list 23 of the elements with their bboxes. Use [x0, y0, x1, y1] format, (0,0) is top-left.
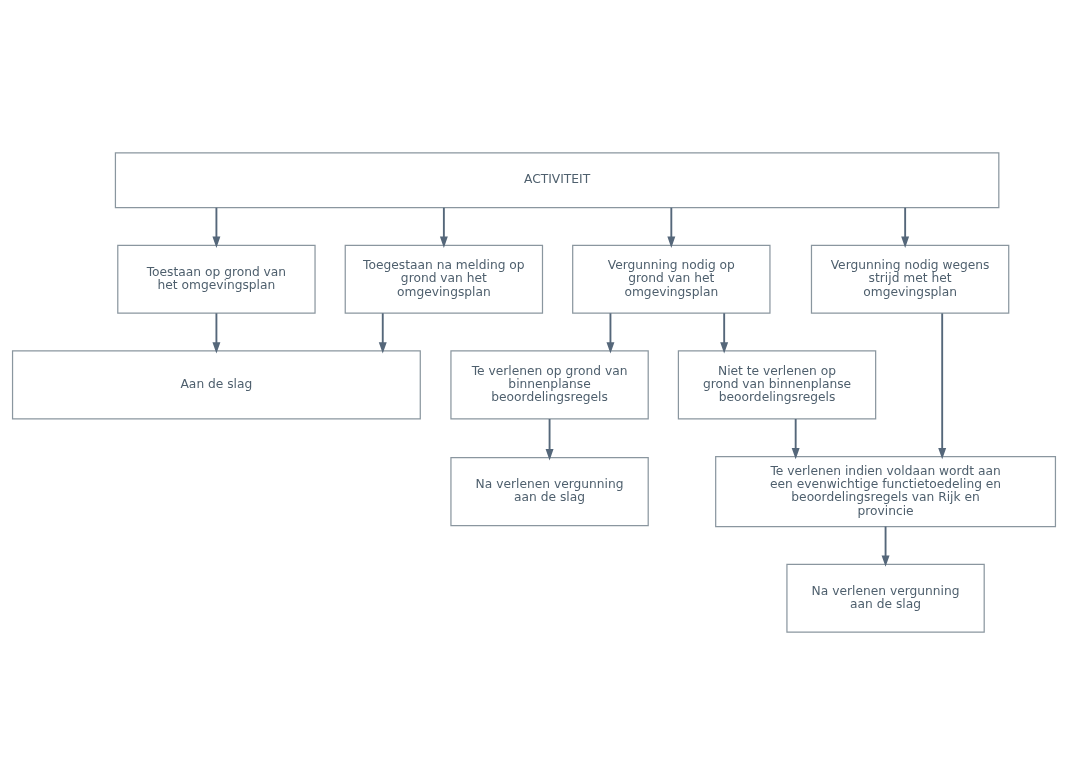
node-box: Na verlenen vergunning aan de slag	[786, 563, 985, 633]
arrow	[545, 417, 554, 460]
node-box: Toegestaan na melding op grond van het omgevingsplan	[344, 244, 544, 314]
arrow	[901, 206, 910, 248]
arrow	[212, 206, 221, 248]
arrow	[439, 206, 448, 248]
node-box: Te verlenen op grond van binnenplanse beoordelingsregels	[450, 349, 649, 420]
node-box: Te verlenen indien voldaan wordt aan een evenwichtige functietoedeling en beoordelingsregels van Rijk en provincie	[715, 455, 1057, 527]
arrow	[881, 525, 890, 567]
arrow	[378, 311, 387, 353]
node-box: Toestaan op grond van het omgevingsplan	[117, 244, 316, 314]
node-box: Vergunning nodig op grond van het omgevingsplan	[572, 244, 771, 314]
node-box: Aan de slag	[11, 349, 421, 420]
node-box: Vergunning nodig wegens strijd met het omgevingsplan	[810, 244, 1010, 314]
node-box: Niet te verlenen op grond van binnenplanse beoordelingsregels	[677, 349, 877, 420]
node-box: Na verlenen vergunning aan de slag	[450, 456, 649, 526]
arrow	[791, 417, 800, 459]
node-box: ACTIVITEIT	[114, 151, 1000, 208]
arrow	[938, 311, 947, 459]
arrow	[606, 311, 615, 353]
arrow	[720, 311, 729, 353]
arrow	[212, 311, 221, 353]
arrow	[667, 206, 676, 248]
